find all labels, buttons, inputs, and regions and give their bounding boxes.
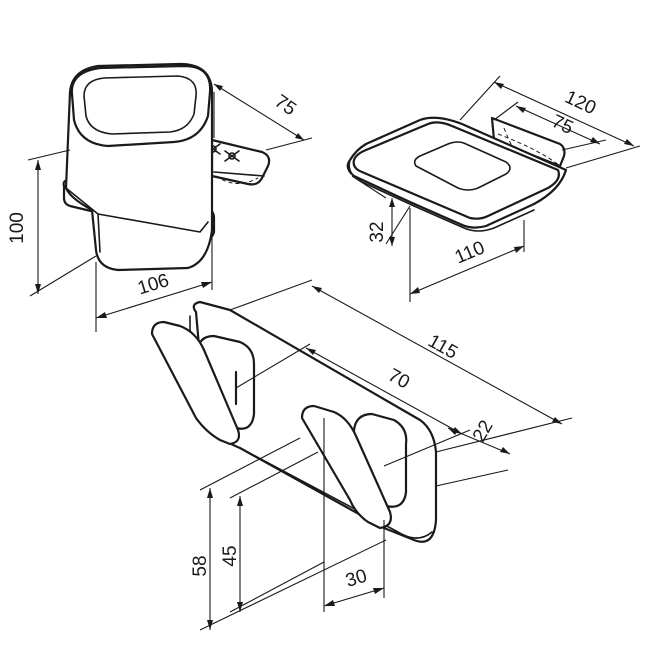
dimension-cup-height: 100: [7, 149, 97, 297]
dimension-label: 106: [135, 270, 171, 299]
glass-rim: [70, 64, 212, 148]
double-hook: 115 70 22 58: [150, 279, 573, 631]
dimension-hook-height-overall: 58: [190, 437, 387, 631]
dimension-label: 32: [367, 221, 388, 242]
dimension-label: 100: [7, 212, 28, 244]
bracket-hidden-edge: [215, 175, 259, 184]
dimension-label: 70: [384, 365, 413, 394]
soap-dish-bottom-edge: [348, 159, 535, 232]
bracket-edge: [213, 171, 265, 177]
glass-foot-edge: [97, 213, 101, 253]
dimension-label: 58: [190, 555, 211, 576]
glass-inner-rim: [83, 75, 197, 135]
glass-base-edge: [65, 187, 209, 233]
dimension-label: 115: [424, 331, 461, 364]
dimension-label: 45: [220, 545, 241, 566]
hook-1-arm: [150, 320, 241, 446]
cup-holder: 100 106 75: [7, 62, 313, 332]
dimension-label: 30: [343, 566, 369, 592]
dimension-label: 120: [562, 87, 600, 119]
soap-dish-top: [352, 121, 560, 220]
cup-holder-bracket: [210, 138, 271, 186]
soap-dish-bracket: [490, 116, 566, 168]
dimension-hook-width: 22: [435, 417, 511, 487]
screw-mark: [224, 150, 240, 162]
dimension-label: 22: [469, 417, 498, 446]
dimension-cup-depth: 75: [213, 83, 313, 151]
dimension-label: 75: [270, 91, 299, 120]
dimension-hook-height: 45: [220, 451, 325, 613]
dimension-soap-height: 32: [351, 175, 411, 246]
hook-backplate-bottom: [239, 447, 433, 539]
dimension-label: 75: [548, 111, 576, 139]
soap-dish: 120 75 32 110: [346, 75, 641, 302]
soap-bracket-hidden: [497, 133, 561, 167]
soap-dish-recess: [413, 141, 511, 191]
